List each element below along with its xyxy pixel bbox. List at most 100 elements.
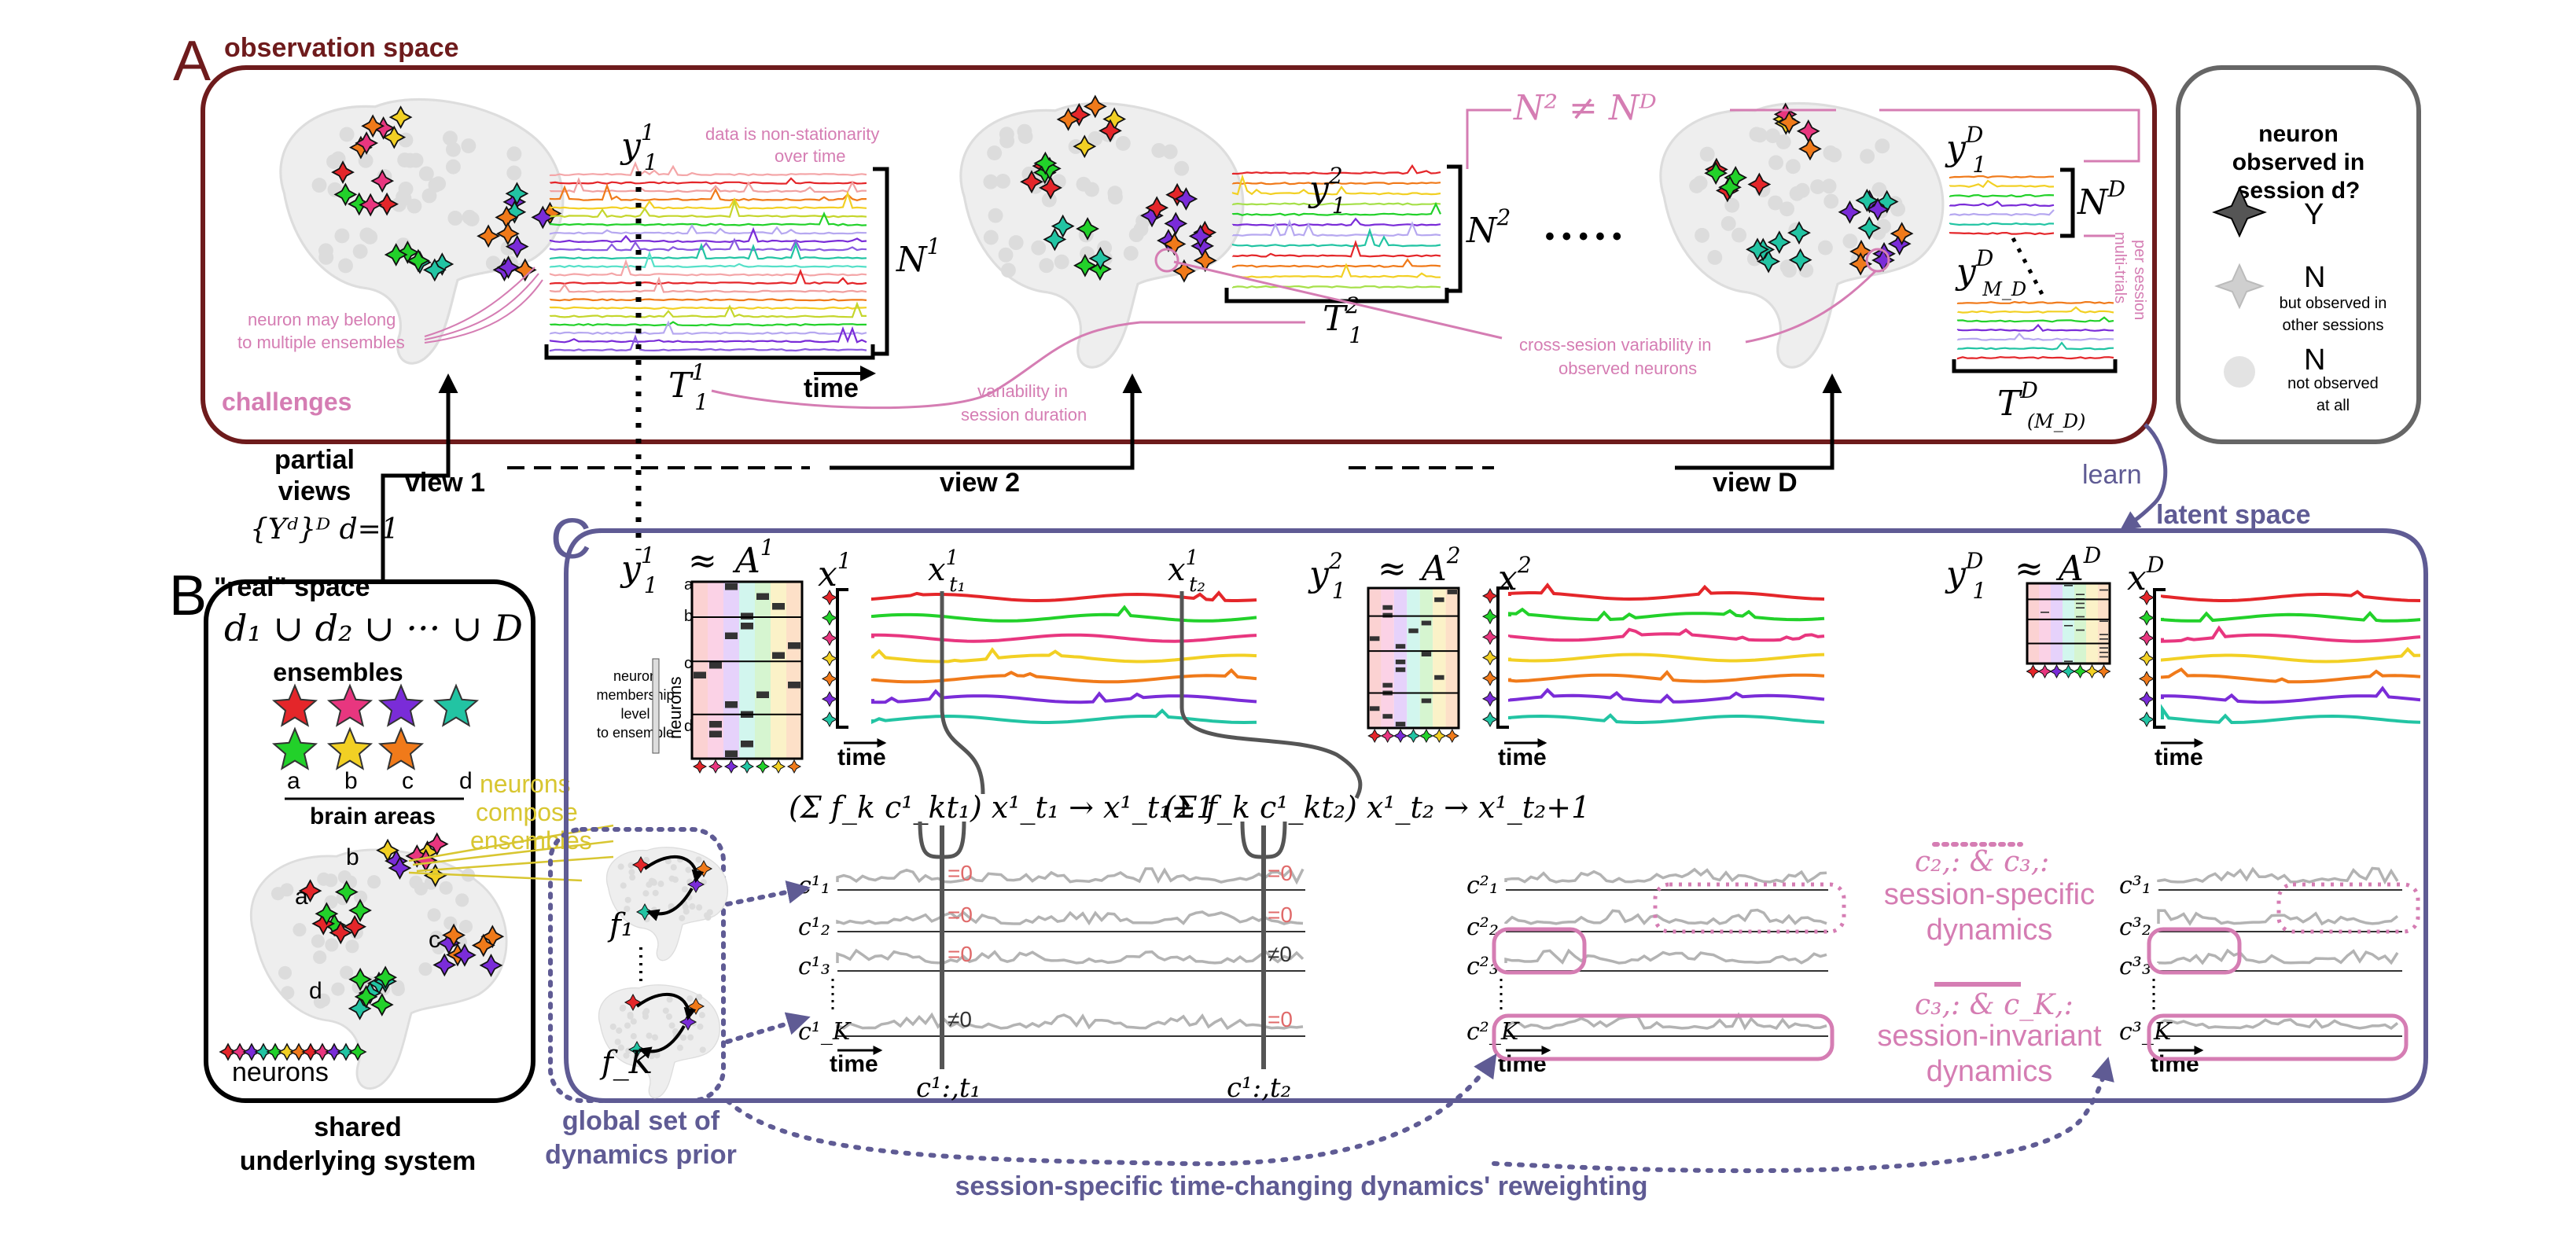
membership-note-line: to ensemble: [597, 725, 674, 741]
matrix-cell: [2076, 602, 2085, 605]
panel-c: C latent space neuronsabcdneuronmembersh…: [545, 500, 2428, 1201]
latent-trace: [1508, 713, 1825, 724]
latent-star: [2138, 691, 2155, 708]
nonstationary-line1: data is non-stationarity: [705, 124, 879, 144]
trace-line: [549, 268, 867, 285]
matrix-frame: [690, 580, 804, 760]
latent-star: [1481, 711, 1499, 728]
trace-line: [1956, 316, 2114, 323]
brain-dot: [696, 994, 703, 1001]
neuron-star-s2: [1162, 232, 1187, 256]
brain-shape: [279, 98, 565, 365]
latent-star: [2138, 671, 2155, 687]
matrix-row-letter: b: [684, 608, 693, 625]
crosssession-note-line2: observed neurons: [1558, 358, 1697, 378]
matrix-cell: [709, 721, 722, 728]
membership-scale: [652, 658, 660, 754]
duration-note-line1: variability in: [977, 381, 1068, 401]
brain-dot: [281, 986, 295, 1000]
matrix-cell: [756, 593, 769, 600]
learn-label: learn: [2082, 460, 2142, 490]
latent-trace: [871, 605, 1257, 623]
brain-dot: [642, 890, 650, 897]
neuron-star-s3: [1887, 232, 1912, 256]
coeff-zero-t1: =0: [948, 942, 973, 966]
brain-dot: [680, 1034, 687, 1041]
trace-line: [1231, 164, 1441, 175]
neuron-star-s2: [1083, 94, 1107, 119]
brain-dot: [995, 174, 1010, 189]
matrix-frame: [1367, 586, 1460, 730]
neuron-star-s1: [496, 256, 521, 279]
global-prior-frame: [548, 827, 726, 1103]
matrix-column: [2063, 583, 2074, 664]
matrix-star: [786, 759, 802, 774]
brain-dot: [403, 153, 418, 168]
neuron-star-b: [343, 914, 367, 939]
trace-line: [549, 190, 867, 210]
latent-trace: [2161, 646, 2421, 664]
matrix-cell: [2099, 638, 2108, 640]
neuron-star-s2: [1020, 170, 1043, 194]
prior-arrow-k: [725, 1012, 811, 1044]
matrix-star: [2096, 664, 2111, 679]
trace-line: [549, 226, 867, 244]
trace-line: [549, 259, 867, 277]
matrix-column: [1393, 588, 1408, 728]
svg-text:y11: y11: [620, 119, 658, 175]
matrix-column: [2086, 583, 2098, 664]
brain-dot: [418, 166, 434, 182]
brain-dot: [313, 995, 327, 1009]
brain-dot: [642, 856, 650, 864]
svg-text:A2: A2: [1419, 542, 1461, 589]
neuron-star-s3: [1788, 248, 1812, 272]
brain-dot: [983, 174, 999, 189]
legend-title-line2: observed in: [2232, 149, 2364, 175]
neuron-star-b: [453, 943, 477, 967]
ensembles-note-lines: [424, 267, 543, 344]
matrix-cell: [1408, 628, 1419, 634]
c-slice-t2: c¹:,t₂: [1227, 1072, 1291, 1104]
brain-dot: [1031, 240, 1047, 256]
matrix-cell: [741, 612, 753, 620]
brain-dot: [445, 142, 461, 157]
prior-flow-arrow: [638, 1025, 686, 1059]
brain-dot: [616, 1027, 623, 1034]
coeff-trace: [836, 910, 1304, 926]
latent-trace: [871, 667, 1257, 684]
latent-trace: [1508, 653, 1825, 663]
neuron-row-star: [348, 1042, 367, 1061]
brain-dot: [338, 258, 353, 274]
latent-trace: [1508, 627, 1825, 642]
neuron-star-s3: [1787, 221, 1811, 245]
equation-curve-t2: [1179, 591, 1363, 800]
brain-dot: [657, 881, 664, 888]
label-n2: N2: [1466, 204, 1511, 251]
brain-dot: [506, 146, 522, 162]
brain-dot: [1768, 155, 1783, 171]
trace-line: [549, 237, 867, 252]
trace-line: [549, 182, 867, 201]
matrix-cell: [1421, 620, 1432, 626]
brain-dot: [421, 188, 437, 204]
brain-dot: [359, 227, 375, 243]
matrix-cell: [788, 642, 800, 649]
matrix-star: [723, 759, 739, 774]
neuron-row-star: [230, 1042, 249, 1061]
coeff-trace: [836, 867, 1305, 885]
latent-trace: [871, 708, 1257, 725]
brain-dot: [650, 879, 657, 886]
latent-trace: [2161, 686, 2421, 704]
brain-dot: [293, 923, 307, 937]
panel-b-title: "real" space: [214, 572, 370, 602]
neuron-star-s1: [370, 169, 395, 193]
trace-line: [1231, 240, 1441, 258]
coeff-trace: [1504, 867, 1827, 884]
neuron-star-b: [442, 923, 466, 947]
svg-text:y21: y21: [1308, 163, 1346, 219]
coeff-trace: [2157, 948, 2399, 965]
